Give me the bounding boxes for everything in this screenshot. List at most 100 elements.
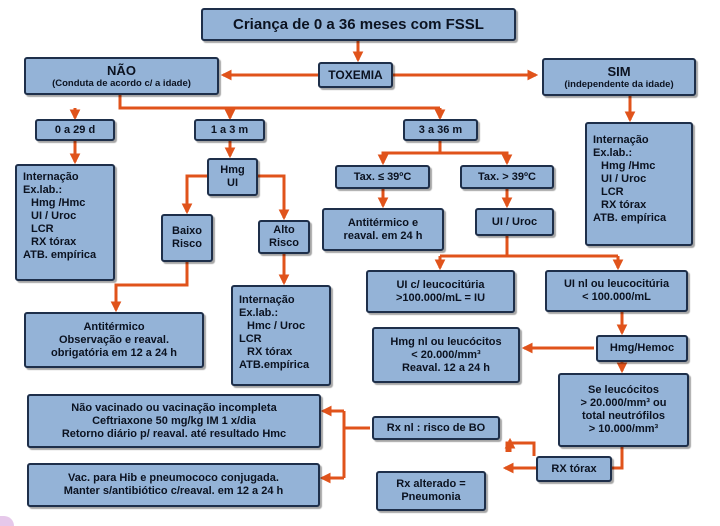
rx-torax-text: RX tórax	[551, 462, 597, 475]
age-1-3m-text: 1 a 3 m	[210, 123, 249, 136]
internacao-a-line: UI / Uroc	[31, 210, 77, 222]
hmg-nl-line: < 20.000/mm³	[411, 348, 481, 361]
arrow-hmg-alto	[258, 174, 290, 221]
internacao-a-line: RX tórax	[31, 236, 77, 248]
internacao-sim-line: Hmg /Hmc	[601, 160, 656, 172]
internacao-alto-line: RX tórax	[247, 346, 293, 358]
age-1-3m-box: 1 a 3 m	[194, 119, 265, 141]
vac-hib-box: Vac. para Hib e pneumococo conjugada. Ma…	[27, 463, 320, 507]
tax-gt-text: Tax. > 39ºC	[478, 170, 536, 183]
sim-title: SIM	[607, 64, 631, 79]
ui-leuco-line: UI c/ leucocitúria	[396, 278, 485, 291]
internacao-a-line: Internação	[23, 171, 79, 183]
tax-gt-box: Tax. > 39ºC	[460, 165, 554, 189]
nao-subtitle: (Conduta de acordo c/ a idade)	[52, 78, 191, 89]
rx-nl-box: Rx nl : risco de BO	[372, 416, 500, 440]
toxemia-text: TOXEMIA	[328, 67, 383, 82]
hmg-ui-box: Hmg UI	[207, 158, 258, 196]
se-leuco-line: total neutrófilos	[581, 410, 666, 422]
internacao-sim-line: Ex.lab.:	[593, 147, 633, 159]
nao-vacinado-line: Retorno diário p/ reaval. até resultado …	[61, 427, 287, 440]
age-0-29d-box: 0 a 29 d	[35, 119, 115, 141]
ui-nl-box: UI nl ou leucocitúria < 100.000/mL	[545, 270, 688, 312]
internacao-sim-box: Internação Ex.lab.: Hmg /Hmc UI / Uroc L…	[585, 122, 693, 246]
arrow-rxnl-split	[342, 411, 370, 478]
ui-leuco-line: >100.000/mL = IU	[395, 291, 486, 304]
se-leuco-line: > 20.000/mm³ ou	[580, 397, 667, 409]
sim-subtitle: (independente da idade)	[564, 79, 674, 90]
internacao-0-29d-box: Internação Ex.lab.: Hmg /Hmc UI / Uroc L…	[15, 164, 115, 281]
tax-le-text: Tax. ≤ 39ºC	[353, 170, 412, 183]
se-leuco-line: > 10.000/mm³	[588, 423, 659, 435]
se-leucocitos-box: Se leucócitos > 20.000/mm³ ou total neut…	[558, 373, 689, 447]
antitermico-reaval-line: reaval. em 24 h	[343, 229, 423, 242]
hmg-nl-box: Hmg nl ou leucócitos < 20.000/mm³ Reaval…	[372, 327, 520, 383]
antitermico-reaval-box: Antitérmico e reaval. em 24 h	[322, 208, 444, 251]
vac-line: Manter s/antibiótico c/reaval. em 12 a 2…	[63, 485, 284, 497]
internacao-sim-line: LCR	[601, 186, 624, 198]
internacao-alto-line: Internação	[239, 294, 295, 306]
alto-risco-line: Risco	[269, 237, 299, 249]
vac-line: Vac. para Hib e pneumococo conjugada.	[68, 472, 279, 484]
internacao-alto-line: Ex.lab.:	[239, 307, 279, 319]
ui-uroc-text: UI / Uroc	[491, 215, 538, 228]
ui-uroc-box: UI / Uroc	[475, 208, 554, 236]
internacao-a-line: LCR	[31, 223, 54, 235]
internacao-alto-line: LCR	[239, 333, 262, 345]
hmg-hemoc-box: Hmg/Hemoc	[596, 335, 688, 362]
internacao-sim-line: ATB. empírica	[593, 212, 667, 224]
internacao-alto-line: ATB.empírica	[239, 359, 310, 371]
internacao-alto-box: Internação Ex.lab.: Hmc / Uroc LCR RX tó…	[231, 285, 331, 386]
antitermico-reaval-line: Antitérmico e	[347, 216, 419, 229]
arrow-baixo-obs	[110, 262, 189, 313]
title-text: Criança de 0 a 36 meses com FSSL	[233, 15, 484, 33]
toxemia-box: TOXEMIA	[318, 62, 393, 88]
nao-box: NÃO (Conduta de acordo c/ a idade)	[24, 57, 219, 95]
nao-title: NÃO	[107, 63, 136, 78]
antitermico-obs-line: obrigatória em 12 a 24 h	[51, 346, 177, 359]
arrow-c-tax	[381, 141, 509, 162]
arrow-nao-age	[118, 94, 440, 110]
internacao-a-line: Hmg /Hmc	[31, 197, 86, 209]
ui-nl-line: UI nl ou leucocitúria	[563, 278, 670, 290]
age-3-36m-box: 3 a 36 m	[403, 119, 478, 141]
hmg-hemoc-text: Hmg/Hemoc	[609, 342, 675, 354]
baixo-risco-line: Risco	[172, 238, 202, 250]
hmg-ui-line: UI	[227, 177, 238, 189]
baixo-risco-box: Baixo Risco	[161, 214, 213, 262]
internacao-a-line: Ex.lab.:	[23, 184, 63, 196]
rx-alterado-box: Rx alterado = Pneumonia	[376, 471, 486, 511]
rx-alterado-line: Rx alterado =	[396, 478, 466, 490]
nao-vacinado-box: Não vacinado ou vacinação incompleta Cef…	[27, 394, 321, 448]
se-leuco-line: Se leucócitos	[588, 384, 659, 396]
arrow-hmg-baixo	[181, 174, 208, 215]
alto-risco-line: Alto	[273, 224, 295, 236]
corner-decoration	[0, 516, 14, 526]
ui-leucocituria-box: UI c/ leucocitúria >100.000/mL = IU	[366, 270, 515, 313]
hmg-ui-line: Hmg	[220, 164, 245, 176]
nao-vacinado-line: Não vacinado ou vacinação incompleta	[71, 401, 277, 414]
nao-vacinado-line: Ceftriaxone 50 mg/kg IM 1 x/dia	[92, 414, 256, 427]
internacao-sim-line: Internação	[593, 134, 649, 146]
tax-le-box: Tax. ≤ 39ºC	[335, 165, 430, 189]
ui-nl-line: < 100.000/mL	[582, 291, 651, 303]
rx-nl-text: Rx nl : risco de BO	[386, 421, 486, 434]
alto-risco-box: Alto Risco	[258, 220, 310, 254]
hmg-nl-line: Hmg nl ou leucócitos	[390, 335, 502, 348]
internacao-a-line: ATB. empírica	[23, 249, 97, 261]
title-box: Criança de 0 a 36 meses com FSSL	[201, 8, 516, 41]
hmg-nl-line: Reaval. 12 a 24 h	[401, 361, 491, 374]
antitermico-obs-line: Observação e reaval.	[58, 333, 170, 346]
arrow-uiuroc-split	[440, 236, 618, 258]
sim-box: SIM (independente da idade)	[542, 58, 696, 96]
baixo-risco-line: Baixo	[172, 225, 202, 237]
age-0-29d-text: 0 a 29 d	[54, 123, 96, 136]
antitermico-obs-line: Antitérmico	[83, 320, 145, 333]
internacao-alto-line: Hmc / Uroc	[247, 320, 306, 332]
rx-alterado-line: Pneumonia	[401, 491, 461, 503]
internacao-sim-line: RX tórax	[601, 199, 647, 211]
antitermico-obs-box: Antitérmico Observação e reaval. obrigat…	[24, 312, 204, 368]
internacao-sim-line: UI / Uroc	[601, 173, 647, 185]
age-3-36m-text: 3 a 36 m	[418, 123, 463, 136]
